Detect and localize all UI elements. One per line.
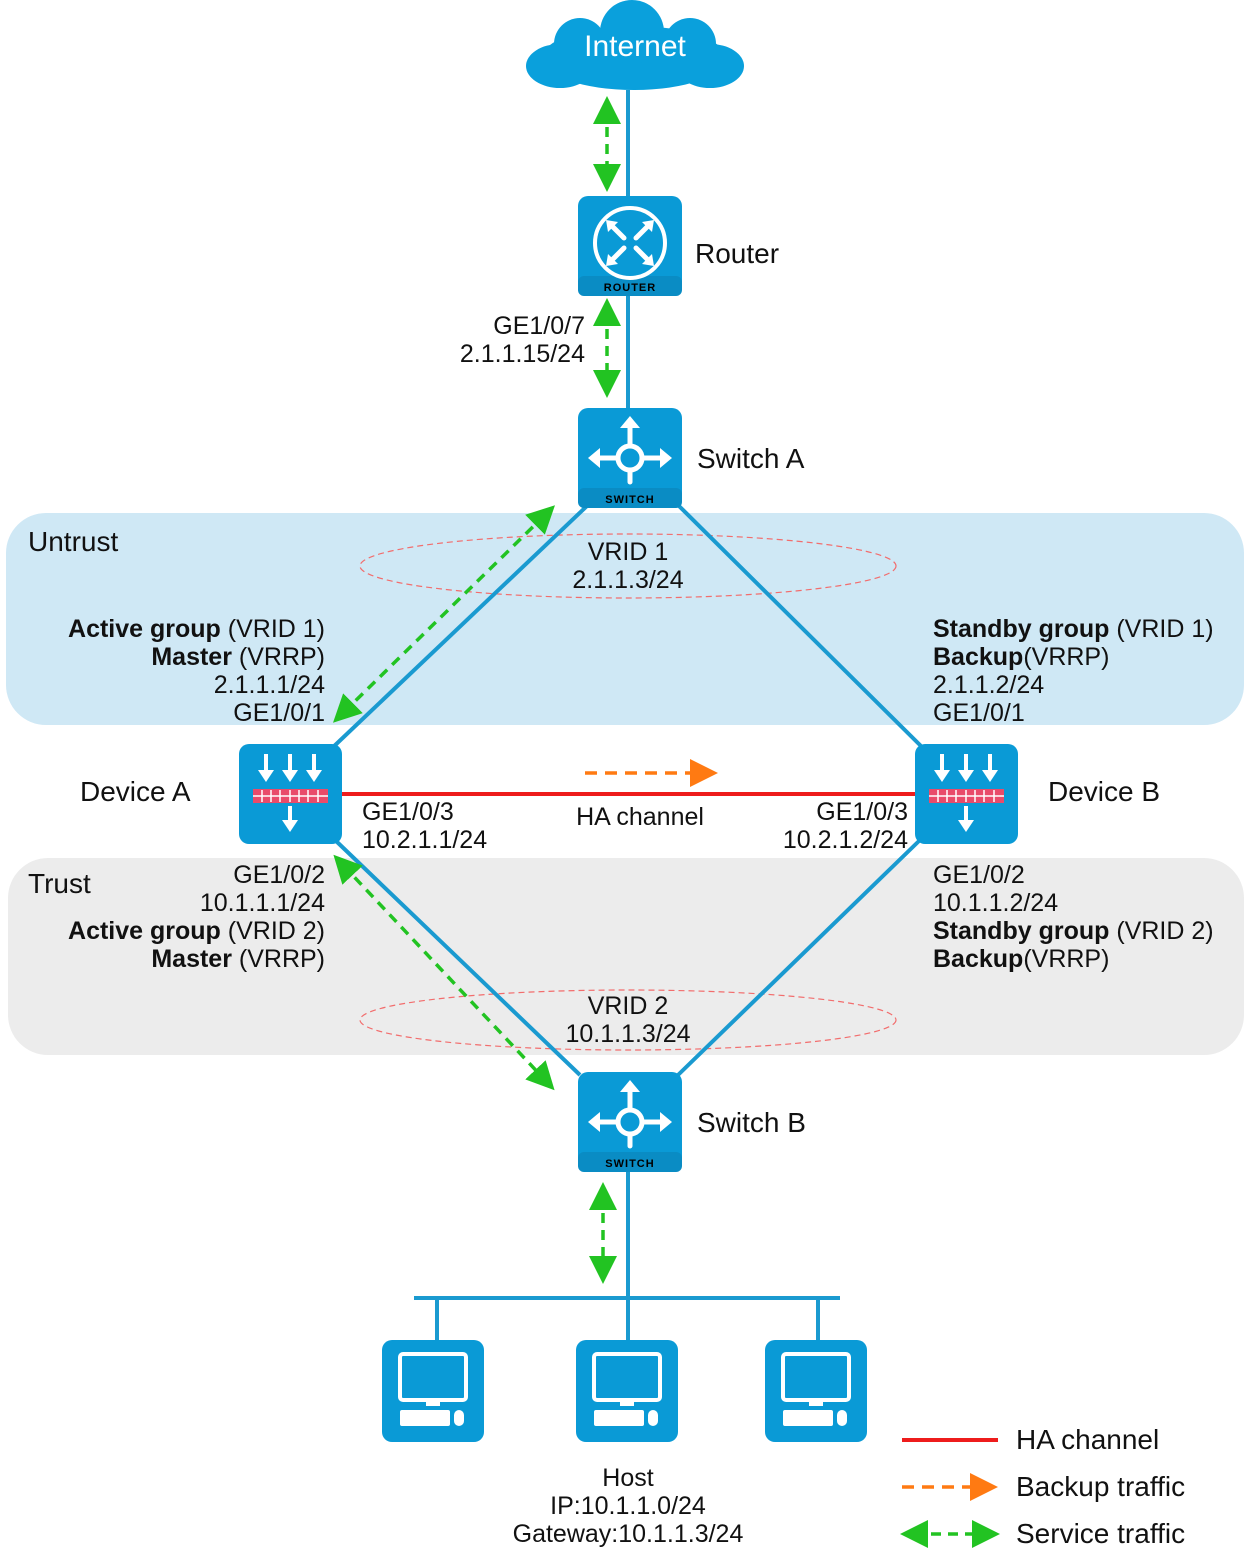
internet-label: Internet — [584, 30, 686, 63]
host-gateway: Gateway:10.1.1.3/24 — [512, 1520, 744, 1548]
device-b-ha-port: GE1/0/3 — [816, 798, 908, 826]
ha-channel-label: HA channel — [576, 803, 704, 831]
router-ip: 2.1.1.15/24 — [459, 340, 585, 368]
device-a-ha-ip: 10.2.1.1/24 — [362, 826, 488, 854]
device-b-up-port: GE1/0/1 — [933, 699, 1025, 727]
device-b-up-group: Standby group (VRID 1) — [933, 615, 1214, 643]
vrid1-label: VRID 1 — [587, 538, 669, 566]
router-port: GE1/0/7 — [493, 312, 585, 340]
vrid1-ip: 2.1.1.3/24 — [572, 566, 684, 594]
trust-zone — [8, 858, 1244, 1055]
device-a-down-group: Active group (VRID 2) — [68, 917, 325, 945]
legend-ha-label: HA channel — [1016, 1424, 1160, 1455]
device-b-up-role: Backup(VRRP) — [933, 643, 1110, 671]
vrid2-ip: 10.1.1.3/24 — [565, 1020, 691, 1048]
switch-b-name: Switch B — [697, 1107, 806, 1138]
device-a-up-group: Active group (VRID 1) — [68, 615, 325, 643]
host-ip: IP:10.1.1.0/24 — [550, 1492, 706, 1520]
device-b-down-role: Backup(VRRP) — [933, 945, 1110, 973]
switch-a-badge: SWITCH — [605, 494, 654, 506]
device-a-down-role: Master (VRRP) — [151, 945, 325, 973]
untrust-zone — [6, 513, 1244, 725]
device-a-down-ip: 10.1.1.1/24 — [199, 889, 325, 917]
vrid2-label: VRID 2 — [587, 992, 669, 1020]
device-a-up-port: GE1/0/1 — [233, 699, 325, 727]
device-b-up-ip: 2.1.1.2/24 — [933, 671, 1045, 699]
host-name: Host — [602, 1464, 654, 1492]
host-pc-icon — [576, 1340, 678, 1442]
switch-a-icon — [578, 408, 682, 508]
switch-a-name: Switch A — [697, 443, 805, 474]
router-icon — [578, 196, 682, 296]
device-a-name: Device A — [80, 776, 191, 807]
device-b-down-group: Standby group (VRID 2) — [933, 917, 1214, 945]
host-pc-icon — [765, 1340, 867, 1442]
host-pc-icon — [382, 1340, 484, 1442]
internet-cloud-icon — [526, 0, 744, 90]
device-b-firewall-icon — [915, 744, 1018, 844]
vrid1-ellipse — [359, 533, 897, 599]
legend-backup-label: Backup traffic — [1016, 1471, 1186, 1502]
device-a-up-role: Master (VRRP) — [151, 643, 325, 671]
switch-b-icon — [578, 1072, 682, 1172]
device-a-down-port: GE1/0/2 — [233, 861, 325, 889]
vrid2-ellipse — [359, 989, 897, 1051]
router-badge: ROUTER — [604, 282, 656, 294]
switch-b-badge: SWITCH — [605, 1158, 654, 1170]
untrust-zone-label: Untrust — [28, 526, 119, 557]
service-traffic-arrows — [333, 96, 621, 1284]
device-b-ha-ip: 10.2.1.2/24 — [782, 826, 908, 854]
device-a-firewall-icon — [239, 744, 342, 844]
device-b-name: Device B — [1048, 776, 1161, 807]
device-a-up-ip: 2.1.1.1/24 — [213, 671, 325, 699]
device-b-down-ip: 10.1.1.2/24 — [933, 889, 1059, 917]
legend-service-label: Service traffic — [1016, 1518, 1186, 1549]
device-a-ha-port: GE1/0/3 — [362, 798, 454, 826]
trust-zone-label: Trust — [28, 868, 91, 899]
router-name: Router — [695, 238, 780, 269]
device-b-down-port: GE1/0/2 — [933, 861, 1025, 889]
